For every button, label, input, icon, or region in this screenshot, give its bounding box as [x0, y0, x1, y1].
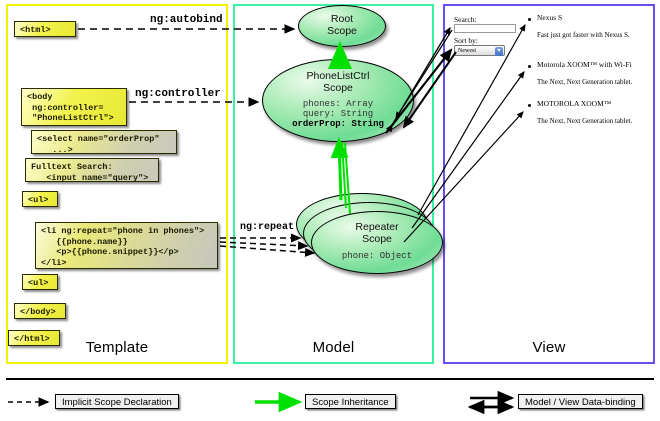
legend-item-model-view-data-binding: Model / View Data-binding — [518, 394, 643, 409]
scope-repeater-prop-phone: phone: Object — [341, 251, 413, 261]
scope-phonelistctrl: PhoneListCtrl Scope phones: Array query:… — [262, 59, 414, 142]
scope-phonelistctrl-title-1: PhoneListCtrl — [306, 70, 370, 82]
scope-root-title-1: Root — [330, 13, 354, 25]
phone-snippet: The Next, Next Generation tablet. — [537, 117, 633, 125]
code-box-select: <select name="orderProp" ...> — [31, 130, 177, 155]
scope-root-title-2: Scope — [327, 25, 357, 37]
phone-bullet — [528, 65, 531, 68]
phone-name[interactable]: Motorola XOOM™ with Wi-Fi — [537, 60, 632, 69]
scope-phonelistctrl-prop-query: query: String — [302, 109, 374, 119]
view-sort-select[interactable]: Newest ▾ — [454, 45, 505, 56]
scope-repeater-title-2: Scope — [362, 233, 392, 245]
code-box-body-open: <body ng:controller= "PhoneListCtrl"> — [21, 88, 127, 126]
view-sort-label: Sort by: — [454, 36, 478, 45]
code-box-fulltext-search: Fulltext Search: <input name="query"> — [25, 158, 159, 183]
column-label-template: Template — [85, 339, 149, 356]
code-box-ul-open: <ul> — [22, 191, 58, 207]
scope-root: Root Scope — [298, 5, 386, 47]
column-label-view: View — [532, 339, 566, 356]
column-model: Model — [233, 4, 434, 364]
phone-bullet — [528, 18, 531, 21]
code-box-html-open: <html> — [14, 21, 76, 37]
code-box-li-repeat: <li ng:repeat="phone in phones"> {{phone… — [35, 222, 218, 269]
view-search-input[interactable] — [454, 24, 516, 33]
phone-snippet: Fast just got faster with Nexus S. — [537, 31, 630, 39]
scope-phonelistctrl-prop-orderprop: orderProp: String — [292, 119, 384, 129]
edge-label-repeat: ng:repeat — [238, 222, 297, 233]
edge-label-autobind: ng:autobind — [148, 14, 225, 26]
scope-repeater: Repeater Scope phone: Object — [311, 211, 443, 274]
code-box-ul-close: <ul> — [22, 274, 58, 290]
column-label-model: Model — [312, 339, 355, 356]
legend-item-implicit-scope-declaration: Implicit Scope Declaration — [55, 394, 179, 409]
phone-name[interactable]: MOTOROLA XOOM™ — [537, 99, 612, 108]
chevron-down-icon: ▾ — [495, 47, 503, 56]
column-view: View — [443, 4, 655, 364]
phone-name[interactable]: Nexus S — [537, 13, 563, 22]
scope-phonelistctrl-title-2: Scope — [323, 82, 353, 94]
code-box-body-close: </body> — [14, 303, 66, 319]
edge-label-controller: ng:controller — [133, 88, 223, 100]
scope-phonelistctrl-prop-phones: phones: Array — [302, 99, 374, 109]
view-sort-select-value: Newest — [458, 48, 476, 54]
view-search-label: Search: — [454, 15, 477, 24]
phone-bullet — [528, 104, 531, 107]
scope-repeater-title-1: Repeater — [355, 221, 399, 233]
legend-item-scope-inheritance: Scope Inheritance — [305, 394, 396, 409]
code-box-html-close: </html> — [8, 330, 60, 346]
phone-snippet: The Next, Next Generation tablet. — [537, 78, 633, 86]
legend-divider — [6, 378, 654, 380]
